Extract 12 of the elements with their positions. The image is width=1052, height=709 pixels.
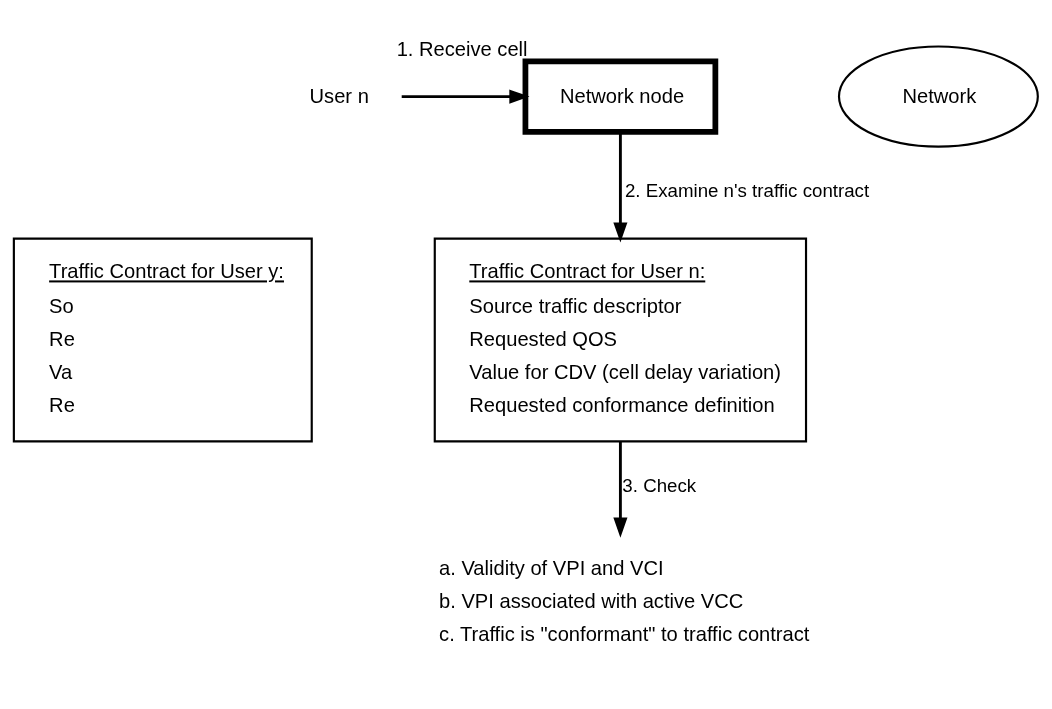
edge-label: 3. Check <box>622 474 697 496</box>
arrow <box>401 89 530 104</box>
node-box: Network node <box>522 57 719 135</box>
node-label: 1. Receive cell <box>396 37 528 60</box>
node-text: User n <box>309 84 369 107</box>
node-text: a. Validity of VPI and VCI b. VPI associated with active VCC c. Traffic is "conformant" to traffic contract <box>439 556 810 645</box>
node-ellipse: Network <box>837 44 1039 148</box>
node-box: Traffic Contract for User y: So Re Va Re <box>12 236 313 443</box>
arrow <box>613 441 628 538</box>
node-box: Traffic Contract for User n: Source traffic descriptor Requested QOS Value for CDV (cell delay variation) Requested conformance definition <box>433 236 808 443</box>
edge-label: 2. Examine n's traffic contract <box>624 179 870 201</box>
arrow <box>613 131 628 243</box>
